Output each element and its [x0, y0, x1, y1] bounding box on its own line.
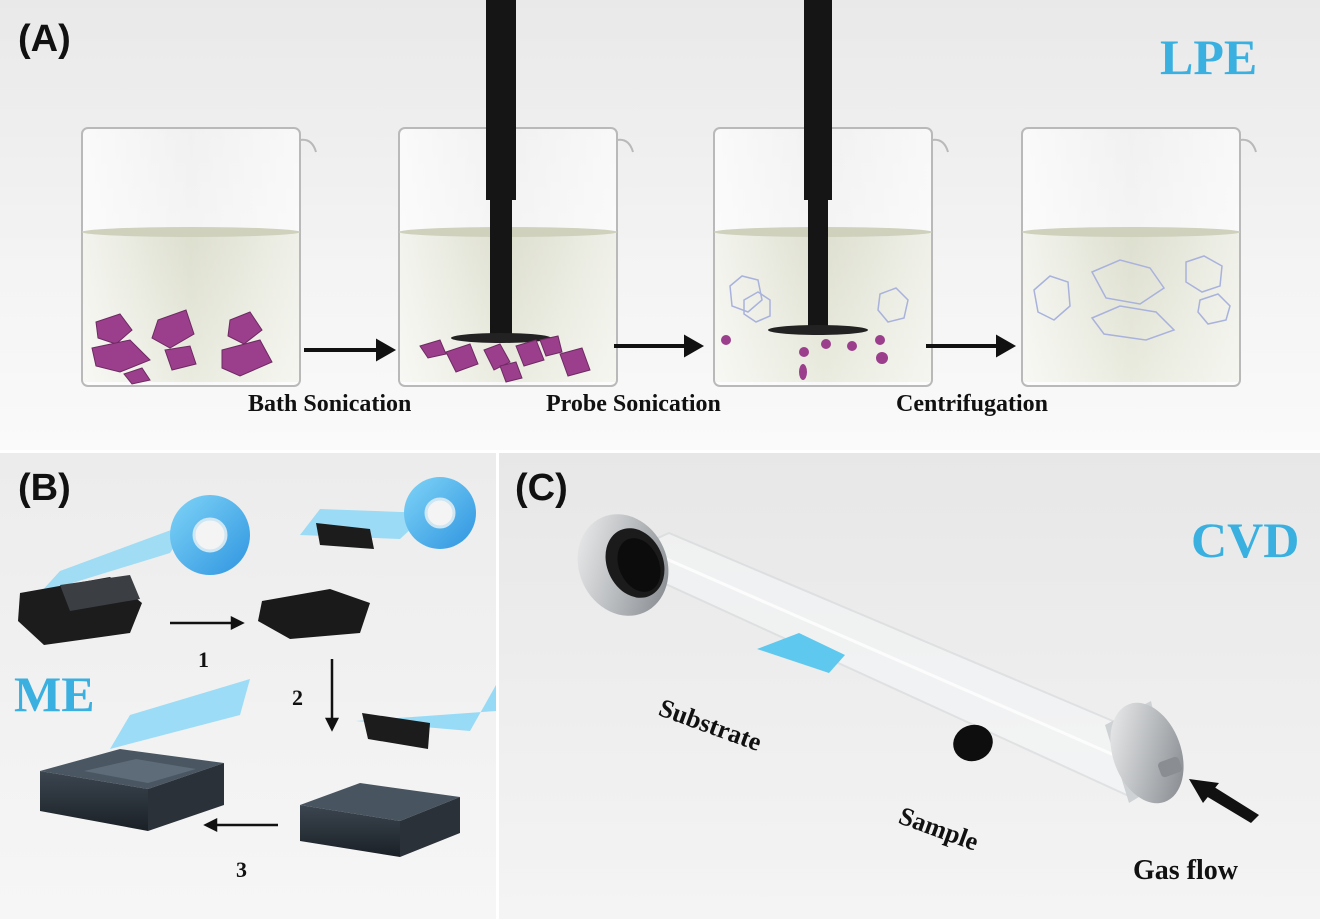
- beaker-4: [1021, 127, 1257, 387]
- gas-flow-arrow: [1189, 779, 1259, 823]
- residual-particles: [721, 335, 888, 380]
- cvd-illustration: [577, 514, 1259, 823]
- step-bath-sonication: Bath Sonication: [248, 391, 412, 417]
- beaker-1: [81, 127, 317, 387]
- left-flange: [577, 514, 669, 616]
- me-step-1-scene: [18, 495, 250, 645]
- sonication-probe-1: [451, 0, 551, 343]
- panel-a-lpe: (A) LPE Bath Sonication Probe Sonication…: [0, 0, 1320, 450]
- panel-a-label: (A): [18, 18, 71, 60]
- gas-flow-label: Gas flow: [1133, 855, 1238, 886]
- me-final-scene: [40, 679, 250, 831]
- me-step-3-number: 3: [236, 857, 247, 882]
- me-step-3-scene: [300, 685, 496, 857]
- me-arrow-1: [170, 615, 245, 631]
- fragmented-crystals: [419, 335, 591, 383]
- panel-c-cvd: (C) CVD Substrate Sample Gas flow: [499, 453, 1320, 919]
- me-step-2-scene: [258, 477, 476, 639]
- me-step-2-number: 2: [292, 685, 303, 710]
- beaker-2: [398, 0, 634, 387]
- panel-b-label: (B): [18, 467, 71, 509]
- bulk-crystals: [91, 309, 273, 385]
- me-step-1-number: 1: [198, 647, 209, 672]
- sonication-probe-2: [768, 0, 868, 335]
- beaker-3: [713, 0, 949, 387]
- me-illustration: [18, 477, 496, 857]
- cvd-method-tag: CVD: [1191, 512, 1300, 568]
- right-flange: [1105, 701, 1184, 804]
- me-arrow-2: [324, 659, 340, 732]
- me-arrow-3: [203, 817, 278, 833]
- lpe-method-tag: LPE: [1160, 29, 1258, 85]
- sample: [953, 724, 993, 762]
- exfoliated-flakes: [729, 275, 909, 323]
- me-method-tag: ME: [14, 666, 95, 722]
- quartz-tube: [608, 531, 1181, 799]
- lpe-illustration: [81, 0, 1257, 387]
- step-centrifugation: Centrifugation: [896, 391, 1048, 417]
- dispersed-nanosheets: [1033, 255, 1231, 341]
- panel-b-me: (B) ME 1 2 3: [0, 453, 496, 919]
- substrate: [757, 633, 845, 673]
- process-arrows: [304, 334, 1017, 362]
- step-probe-sonication: Probe Sonication: [546, 391, 721, 417]
- panel-c-label: (C): [515, 467, 568, 509]
